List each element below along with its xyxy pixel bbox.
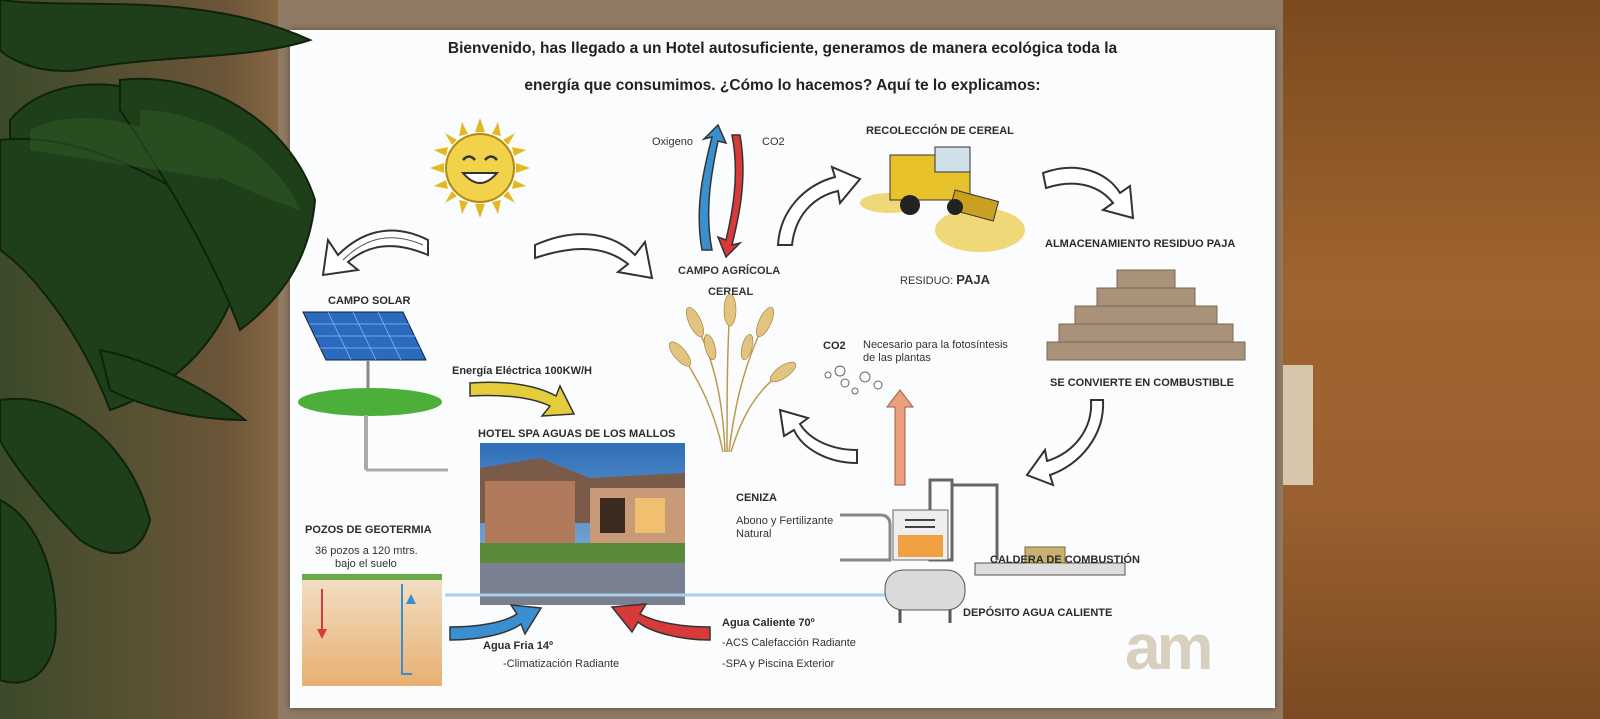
pozos-note-1: 36 pozos a 120 mtrs.: [315, 545, 418, 557]
geothermal-wells-image: [302, 574, 442, 686]
am-logo: am: [1125, 611, 1213, 683]
curved-arrow-right: [534, 233, 654, 280]
cereal-label: CEREAL: [708, 286, 754, 298]
ceniza-label: CENIZA: [736, 492, 777, 504]
co2-mid-label: CO2: [823, 340, 846, 352]
agua-caliente-label: Agua Caliente 70º: [722, 617, 815, 629]
red-arrow: [610, 603, 711, 641]
curved-arrow-down: [1025, 399, 1105, 487]
wheat-image: [669, 293, 797, 453]
boiler-image: [840, 389, 1126, 576]
poster: Bienvenido, has llegado a un Hotel autos…: [290, 30, 1275, 708]
campo-agricola-label: CAMPO AGRÍCOLA: [678, 265, 781, 277]
curved-arrow-left: [321, 229, 429, 277]
poster-title-line2: energía que consumimos. ¿Cómo lo hacemos…: [524, 77, 1041, 94]
background-wood: [1270, 0, 1600, 719]
harvester-image: [860, 146, 1025, 252]
solar-panel-image: [298, 311, 448, 472]
plant-leaves: [0, 0, 317, 684]
abono-2: Natural: [736, 528, 772, 540]
agua-fria-label: Agua Fria 14º: [483, 640, 554, 652]
co2-note-2: de las plantas: [863, 352, 931, 364]
residuo-value: PAJA: [956, 272, 990, 287]
campo-solar-label: CAMPO SOLAR: [328, 295, 411, 307]
abono-1: Abono y Fertilizante: [736, 515, 834, 527]
recoleccion-label: RECOLECCIÓN DE CEREAL: [866, 125, 1014, 137]
poster-title-line1: Bienvenido, has llegado a un Hotel autos…: [447, 40, 1118, 57]
yellow-arrow: [469, 381, 576, 417]
co2-top-label: CO2: [762, 136, 785, 148]
water-pipe: [445, 593, 895, 597]
water-tank-image: [884, 569, 966, 623]
sun-icon: [430, 118, 530, 218]
background-object: [1283, 365, 1313, 485]
residuo-prefix: RESIDUO:: [900, 275, 954, 287]
energia-label: Energía Eléctrica 100KW/H: [452, 365, 593, 377]
acs-label: -ACS Calefacción Radiante: [722, 637, 856, 649]
bubbles-icon: [824, 365, 883, 395]
deposito-label: DEPÓSITO AGUA CALIENTE: [963, 607, 1113, 619]
almacenamiento-label: ALMACENAMIENTO RESIDUO PAJA: [1045, 238, 1236, 250]
curved-arrow-storage: [1041, 166, 1135, 220]
pozos-note-2: bajo el suelo: [335, 558, 397, 570]
se-convierte-label: SE CONVIERTE EN COMBUSTIBLE: [1050, 377, 1234, 389]
residuo-label: RESIDUO: PAJA: [900, 272, 990, 287]
straw-bales-image: [1046, 269, 1246, 361]
climatizacion-label: -Climatización Radiante: [503, 658, 620, 670]
oxygen-label: Oxigeno: [652, 136, 693, 148]
oxygen-co2-arrows: [698, 123, 744, 259]
hotel-photo: [480, 443, 685, 605]
curved-arrow-harvest: [776, 165, 862, 246]
caldera-label: CALDERA DE COMBUSTIÓN: [990, 554, 1140, 566]
co2-note-1: Necesario para la fotosíntesis: [863, 339, 1008, 351]
curved-arrow-ceniza: [778, 408, 858, 465]
pozos-label: POZOS DE GEOTERMIA: [305, 524, 432, 536]
hotel-label: HOTEL SPA AGUAS DE LOS MALLOS: [478, 428, 676, 440]
spa-label: -SPA y Piscina Exterior: [722, 658, 835, 670]
blue-arrow: [449, 604, 543, 641]
